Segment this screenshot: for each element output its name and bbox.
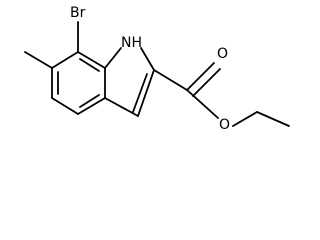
- bond-c3a-c4: [77, 97, 106, 115]
- bond-c3-c3a: [104, 97, 139, 117]
- bromine-atom-label: Br: [70, 5, 86, 21]
- bond-carbonyl-oxygen-1: [186, 62, 215, 91]
- chemical-structure: Br NH O O: [24, 5, 290, 133]
- bond-c6-methyl: [24, 51, 53, 69]
- bond-c2-c3: [137, 69, 155, 117]
- double-bond-c2-c3: [132, 73, 148, 113]
- bond-carbonyl-oxygen-2: [192, 68, 221, 97]
- bond-c6-c7: [51, 51, 79, 69]
- ester-oxygen-label: O: [219, 117, 230, 133]
- double-bond-c7-c7a: [79, 58, 100, 72]
- bond-carbonyl-ester-oxygen: [186, 89, 219, 119]
- bond-ester-oxygen-ch2: [232, 111, 258, 127]
- double-bond-c3a-c4: [79, 94, 100, 108]
- bond-n1-c2: [140, 47, 155, 71]
- bond-ch2-ch3: [256, 111, 290, 127]
- bond-c2-carbonyl: [153, 69, 188, 91]
- bond-c4-c5: [51, 97, 79, 115]
- bond-c7-c7a: [77, 51, 106, 69]
- carbonyl-oxygen-label: O: [217, 46, 228, 62]
- bond-c7a-n1: [104, 47, 122, 69]
- nh-atom-label: NH: [121, 35, 142, 51]
